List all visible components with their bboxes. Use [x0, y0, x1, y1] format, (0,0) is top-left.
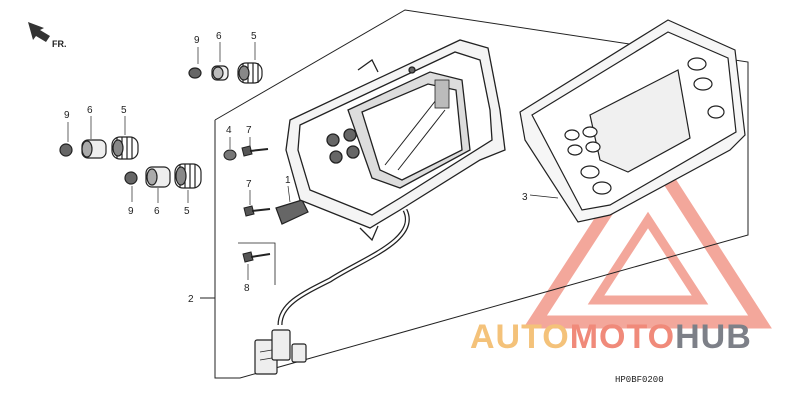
watermark-part-moto: MOTO: [569, 318, 676, 356]
assembly-frame: [200, 9, 749, 379]
callout-5-top: 5: [251, 31, 257, 42]
watermark-part-auto: AUTO: [470, 318, 570, 356]
callout-9-lower: 9: [128, 206, 134, 217]
front-direction-label: FR.: [52, 39, 67, 49]
callout-4: 4: [226, 125, 232, 136]
grommet-group-lower: [124, 163, 202, 203]
callout-9-top: 9: [194, 35, 200, 46]
callout-9-left: 9: [64, 110, 70, 121]
callout-3: 3: [522, 192, 528, 203]
callout-5-left: 5: [121, 105, 127, 116]
grommet-group-top: [188, 42, 263, 84]
bracket-part: [275, 185, 309, 225]
callout-7-upper: 7: [246, 125, 252, 136]
watermark-logo: [523, 136, 772, 329]
grommet-group-left: [59, 116, 139, 160]
watermark-text: AUTOMOTOHUB: [470, 318, 752, 357]
callout-6-lower: 6: [154, 206, 160, 217]
callout-labels: 9 6 5 9 6 5 9 6 5 4 7 7 1 8 2 3: [64, 31, 528, 305]
callout-6-top: 6: [216, 31, 222, 42]
wire-harness: [254, 208, 410, 375]
meter-housing: [285, 39, 506, 242]
watermark-part-hub: HUB: [675, 318, 752, 356]
meter-cover: [519, 19, 746, 223]
callout-5-lower: 5: [184, 206, 190, 217]
callout-6-left: 6: [87, 105, 93, 116]
callout-8: 8: [244, 283, 250, 294]
callout-7-lower: 7: [246, 179, 252, 190]
callout-1: 1: [285, 175, 291, 186]
nut-and-screws: [223, 137, 276, 285]
front-direction-arrow: FR.: [28, 22, 67, 49]
diagram-code: HP0BF0200: [615, 375, 664, 385]
callout-2: 2: [188, 294, 194, 305]
